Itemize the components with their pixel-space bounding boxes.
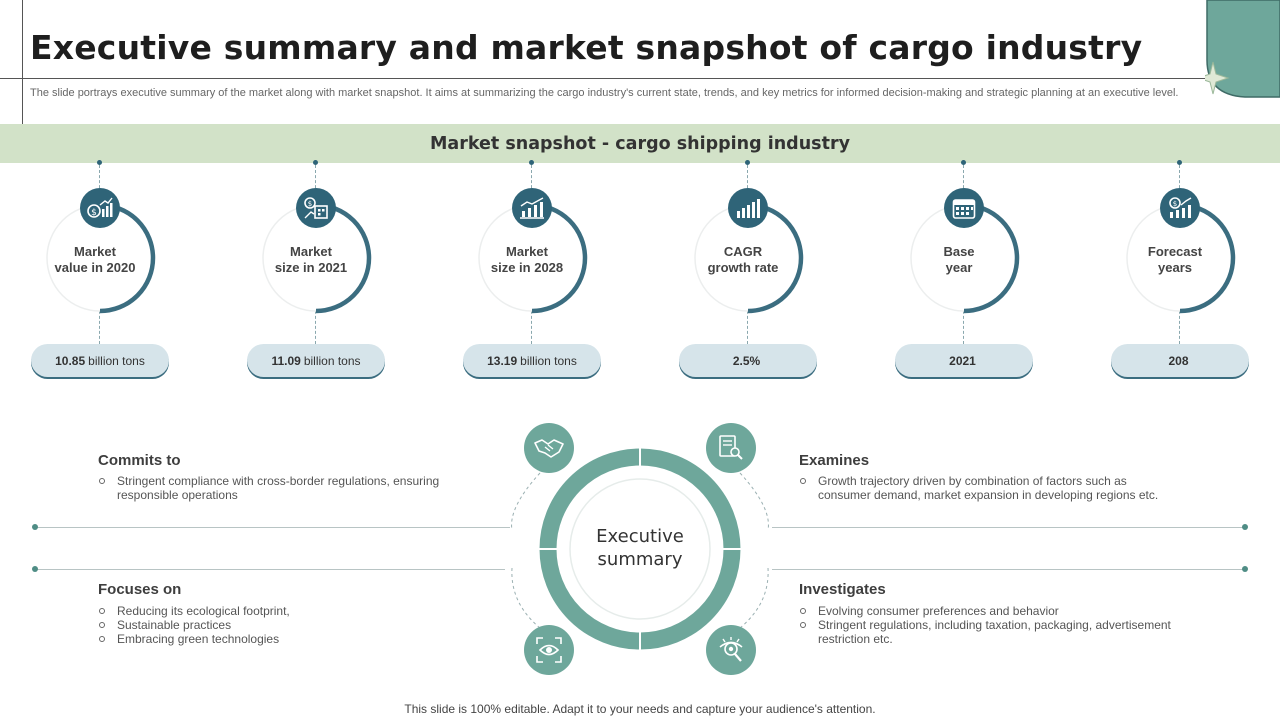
focuses-title: Focuses on (98, 581, 182, 598)
document-search-icon (706, 423, 756, 473)
divider-left-top (35, 527, 510, 528)
list-item: Reducing its ecological footprint, (98, 604, 478, 618)
connector-dot (97, 160, 102, 165)
metric-unit: billion tons (303, 353, 361, 368)
metric-label: Market size in 2028 (490, 244, 564, 275)
divider-dot (1242, 524, 1248, 530)
list-item: Stringent regulations, including taxatio… (799, 618, 1179, 646)
metric-value-pill: 2.5% (679, 344, 817, 377)
metric-value: 11.09 (271, 353, 301, 368)
metric-label: Forecast years (1147, 244, 1203, 275)
divider-left-bottom (35, 569, 505, 570)
investigates-list: Evolving consumer preferences and behavi… (799, 604, 1179, 646)
focuses-list: Reducing its ecological footprint, Susta… (98, 604, 478, 646)
metric-unit: billion tons (88, 353, 145, 368)
list-item: Growth trajectory driven by combination … (799, 474, 1179, 502)
metric-value-pill: 2021 (895, 344, 1033, 377)
money-chart-icon: $ (80, 188, 120, 228)
metric-column: Base year 2021 (889, 160, 1039, 385)
connector-dot (313, 160, 318, 165)
connector-dot (1177, 160, 1182, 165)
svg-text:$: $ (1173, 200, 1177, 208)
metric-value: 2021 (949, 353, 976, 368)
snapshot-band: Market snapshot - cargo shipping industr… (0, 124, 1280, 163)
handshake-icon (524, 423, 574, 473)
snapshot-title: Market snapshot - cargo shipping industr… (430, 133, 850, 154)
executive-summary-label: Executive summary (596, 526, 684, 570)
sparkle-icon (1205, 61, 1230, 95)
corner-decoration (1205, 0, 1280, 98)
left-rule (22, 0, 23, 125)
divider-right-top (772, 527, 1245, 528)
eye-search-icon (706, 625, 756, 675)
metric-value: 208 (1168, 353, 1189, 368)
metric-label: Base year (943, 244, 975, 275)
forecast-chart-icon: $ (1160, 188, 1200, 228)
metric-label: Market value in 2020 (54, 244, 136, 275)
page-title: Executive summary and market snapshot of… (30, 28, 1143, 67)
metric-value: 13.19 (487, 353, 518, 368)
list-item: Sustainable practices (98, 618, 478, 632)
commits-title: Commits to (98, 452, 181, 469)
metric-column: CAGR growth rate 2.5% (673, 160, 823, 385)
metric-ring (262, 202, 372, 314)
metric-unit: billion tons (520, 353, 577, 368)
examines-title: Examines (799, 452, 870, 469)
page-subtitle: The slide portrays executive summary of … (30, 87, 1179, 99)
investigates-title: Investigates (799, 581, 886, 598)
connector-dot (529, 160, 534, 165)
connector-dot (745, 160, 750, 165)
metric-value: 10.85 (55, 353, 86, 368)
divider-right-bottom (772, 569, 1245, 570)
metric-value-pill: 208 (1111, 344, 1249, 377)
divider-dot (1242, 566, 1248, 572)
divider-dot (32, 566, 38, 572)
metric-ring (1126, 202, 1236, 314)
footer-note: This slide is 100% editable. Adapt it to… (404, 702, 876, 716)
metric-ring (478, 202, 588, 314)
metric-label: CAGR growth rate (707, 244, 779, 275)
eye-focus-icon (524, 625, 574, 675)
metric-value: 2.5% (732, 353, 761, 368)
metric-label: Market size in 2021 (274, 244, 348, 275)
svg-text:$: $ (91, 208, 97, 218)
title-rule (0, 78, 1222, 79)
metric-column: $ Forecast years 208 (1105, 160, 1255, 385)
calendar-icon (944, 188, 984, 228)
connector-dot (961, 160, 966, 165)
market-building-icon: $ (296, 188, 336, 228)
divider-dot (32, 524, 38, 530)
executive-diagram (511, 448, 769, 650)
bar-chart-icon (728, 188, 768, 228)
list-item: Embracing green technologies (98, 632, 478, 646)
list-item: Stringent compliance with cross-border r… (98, 474, 478, 502)
examines-list: Growth trajectory driven by combination … (799, 474, 1179, 502)
svg-text:$: $ (308, 200, 312, 208)
list-item: Evolving consumer preferences and behavi… (799, 604, 1179, 618)
growth-chart-icon (512, 188, 552, 228)
commits-list: Stringent compliance with cross-border r… (98, 474, 478, 502)
